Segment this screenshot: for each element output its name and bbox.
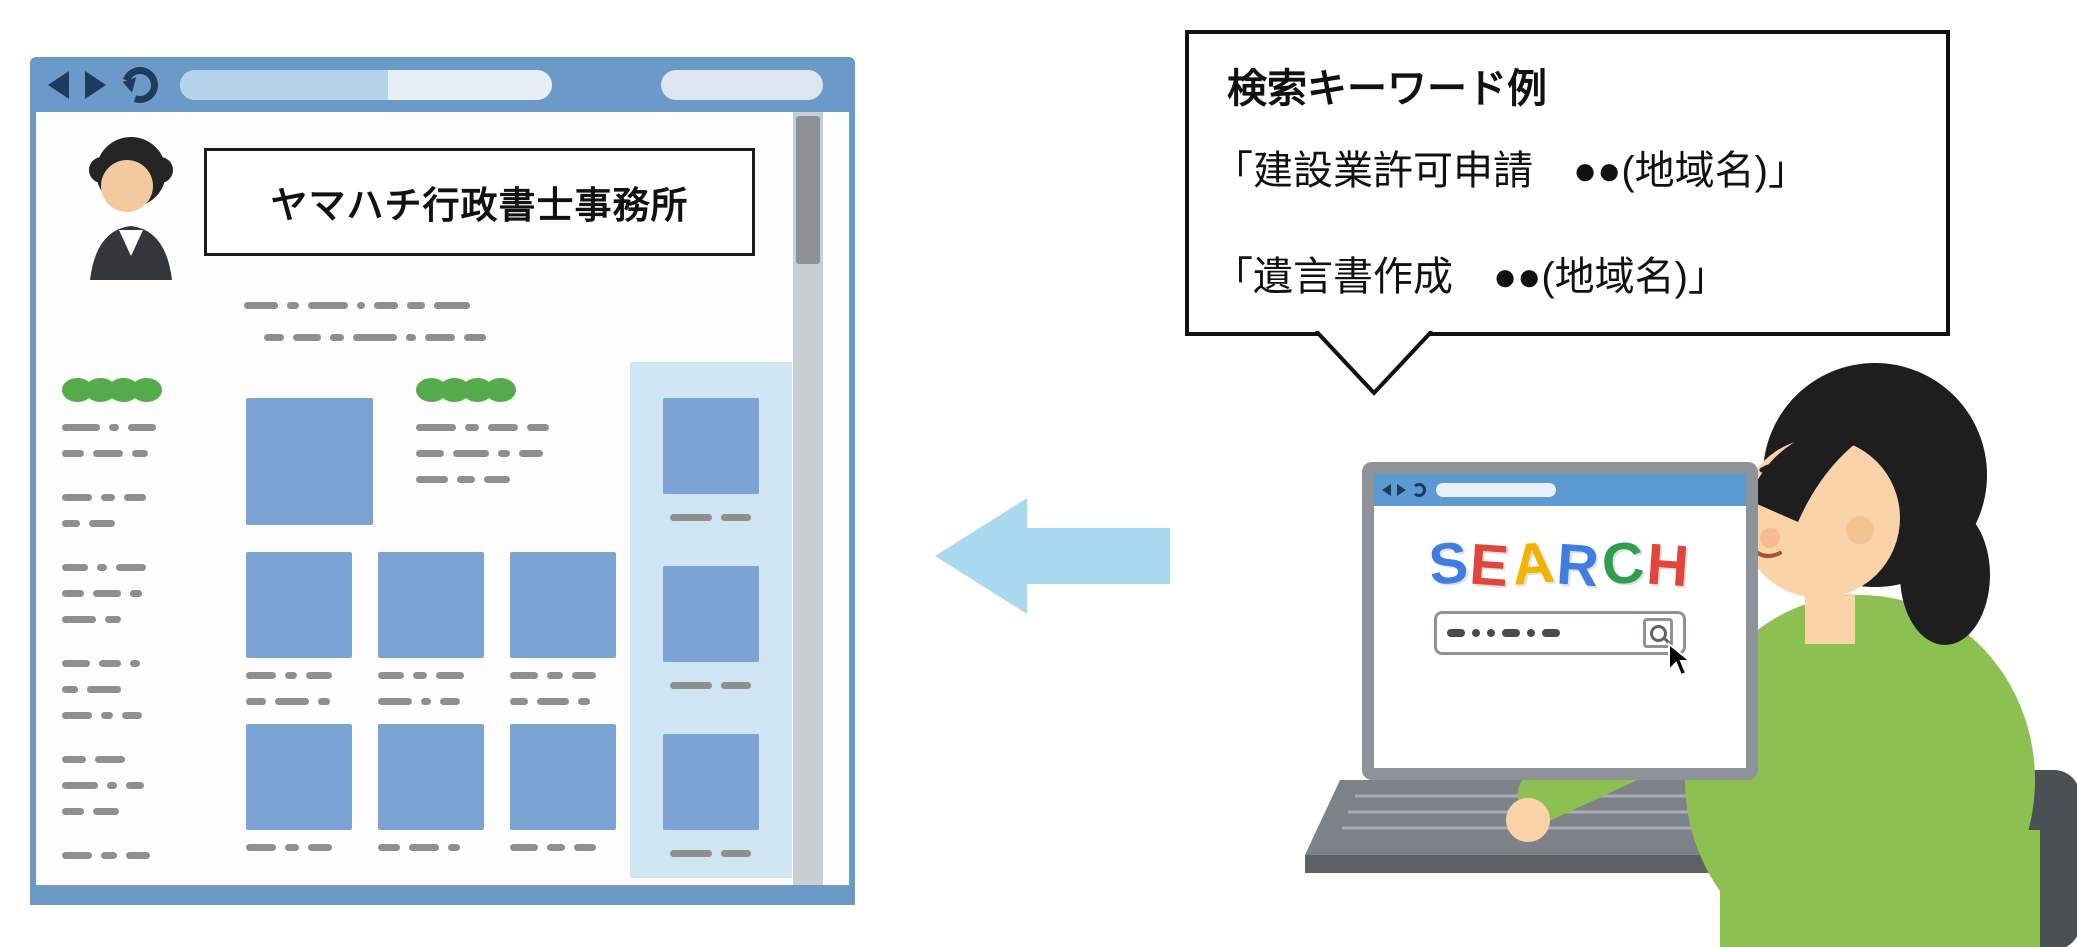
placeholder-text-line (62, 424, 156, 431)
placeholder-text-line (246, 698, 330, 705)
content-image-placeholder (246, 552, 352, 658)
placeholder-text-line (62, 564, 146, 571)
mini-refresh-icon (1412, 483, 1426, 497)
placeholder-text-line (378, 672, 464, 679)
placeholder-text-line (416, 424, 549, 431)
placeholder-text-line (62, 660, 140, 667)
person-eye (1767, 486, 1781, 506)
search-logo-letter: A (1509, 529, 1560, 598)
placeholder-text-line (416, 450, 543, 457)
laptop-screen: SEARCH (1362, 462, 1758, 780)
browser-titlebar (30, 57, 855, 112)
address-bar (180, 69, 552, 100)
mini-browser-bar (1374, 474, 1746, 506)
placeholder-text-line (670, 514, 751, 521)
placeholder-text-line (246, 844, 332, 851)
keyword-example-1: 「建設業許可申請 ●●(地域名)」 (1213, 149, 1808, 193)
browser-window: ヤマハチ行政書士事務所 (30, 57, 855, 905)
placeholder-text-line (62, 756, 125, 763)
scrollbar (793, 112, 823, 885)
search-logo-letter: S (1425, 529, 1473, 598)
browser-footer-bar (30, 885, 855, 905)
search-logo-letter: H (1644, 531, 1694, 600)
scrollbar-thumb (796, 116, 820, 264)
speech-bubble-tail (1314, 331, 1434, 396)
back-icon (48, 70, 69, 99)
keyword-example-2: 「遺言書作成 ●●(地域名)」 (1213, 255, 1728, 299)
browser-content: ヤマハチ行政書士事務所 (36, 112, 849, 885)
forward-icon (85, 70, 106, 99)
green-dots-heading (416, 378, 516, 402)
placeholder-text-line (62, 520, 115, 527)
placeholder-text-line (670, 850, 751, 857)
placeholder-text-line (62, 782, 144, 789)
laptop-base-edge (1305, 855, 1805, 873)
content-image-placeholder (510, 724, 616, 830)
placeholder-text-line (62, 686, 121, 693)
speech-bubble: 検索キーワード例 「建設業許可申請 ●●(地域名)」 「遺言書作成 ●●(地域名… (1185, 30, 1950, 336)
placeholder-text-line (378, 698, 460, 705)
cursor-icon (1668, 642, 1693, 677)
mini-forward-icon (1397, 484, 1406, 496)
content-image-placeholder (246, 724, 352, 830)
person-at-laptop (1305, 363, 2077, 947)
placeholder-text-line (246, 672, 332, 679)
placeholder-text-line (510, 672, 596, 679)
content-image-placeholder (378, 724, 484, 830)
placeholder-text-line (510, 698, 590, 705)
green-dots-heading (62, 378, 162, 402)
placeholder-text-line (62, 494, 146, 501)
search-logo-letter: E (1467, 531, 1514, 600)
search-box (1434, 611, 1686, 655)
search-button (1643, 618, 1673, 648)
search-logo: SEARCH (1374, 529, 1746, 599)
content-image-placeholder (378, 552, 484, 658)
content-image-placeholder (246, 398, 373, 525)
placeholder-text-line (510, 844, 596, 851)
placeholder-text-line (378, 844, 460, 851)
mini-address-bar (1436, 483, 1556, 497)
search-field-placeholder (661, 69, 823, 100)
placeholder-text-line (62, 808, 119, 815)
avatar (89, 137, 173, 280)
search-logo-letter: R (1554, 531, 1604, 600)
left-arrow (935, 498, 1170, 614)
site-title-box: ヤマハチ行政書士事務所 (204, 148, 755, 256)
address-bar-progress (180, 69, 389, 100)
placeholder-text-line (62, 616, 121, 623)
sidebar-image-placeholder (663, 566, 759, 662)
person-ear (1846, 516, 1874, 544)
refresh-icon (116, 60, 164, 109)
sidebar-image-placeholder (663, 398, 759, 494)
placeholder-text-line (416, 476, 510, 483)
placeholder-text-line (244, 302, 470, 309)
bubble-title: 検索キーワード例 (1227, 67, 1547, 111)
content-image-placeholder (510, 552, 616, 658)
placeholder-text-line (670, 682, 751, 689)
sidebar-panel (630, 362, 792, 878)
placeholder-text-line (264, 334, 486, 341)
placeholder-text-line (62, 852, 150, 859)
search-logo-letter: C (1598, 529, 1650, 598)
mini-back-icon (1382, 484, 1391, 496)
site-title: ヤマハチ行政書士事務所 (270, 185, 689, 226)
placeholder-text-line (62, 450, 148, 457)
magnifier-icon (1650, 625, 1667, 642)
sidebar-image-placeholder (663, 734, 759, 830)
placeholder-text-line (62, 590, 142, 597)
placeholder-text-line (62, 712, 142, 719)
person-hand (1506, 798, 1550, 842)
